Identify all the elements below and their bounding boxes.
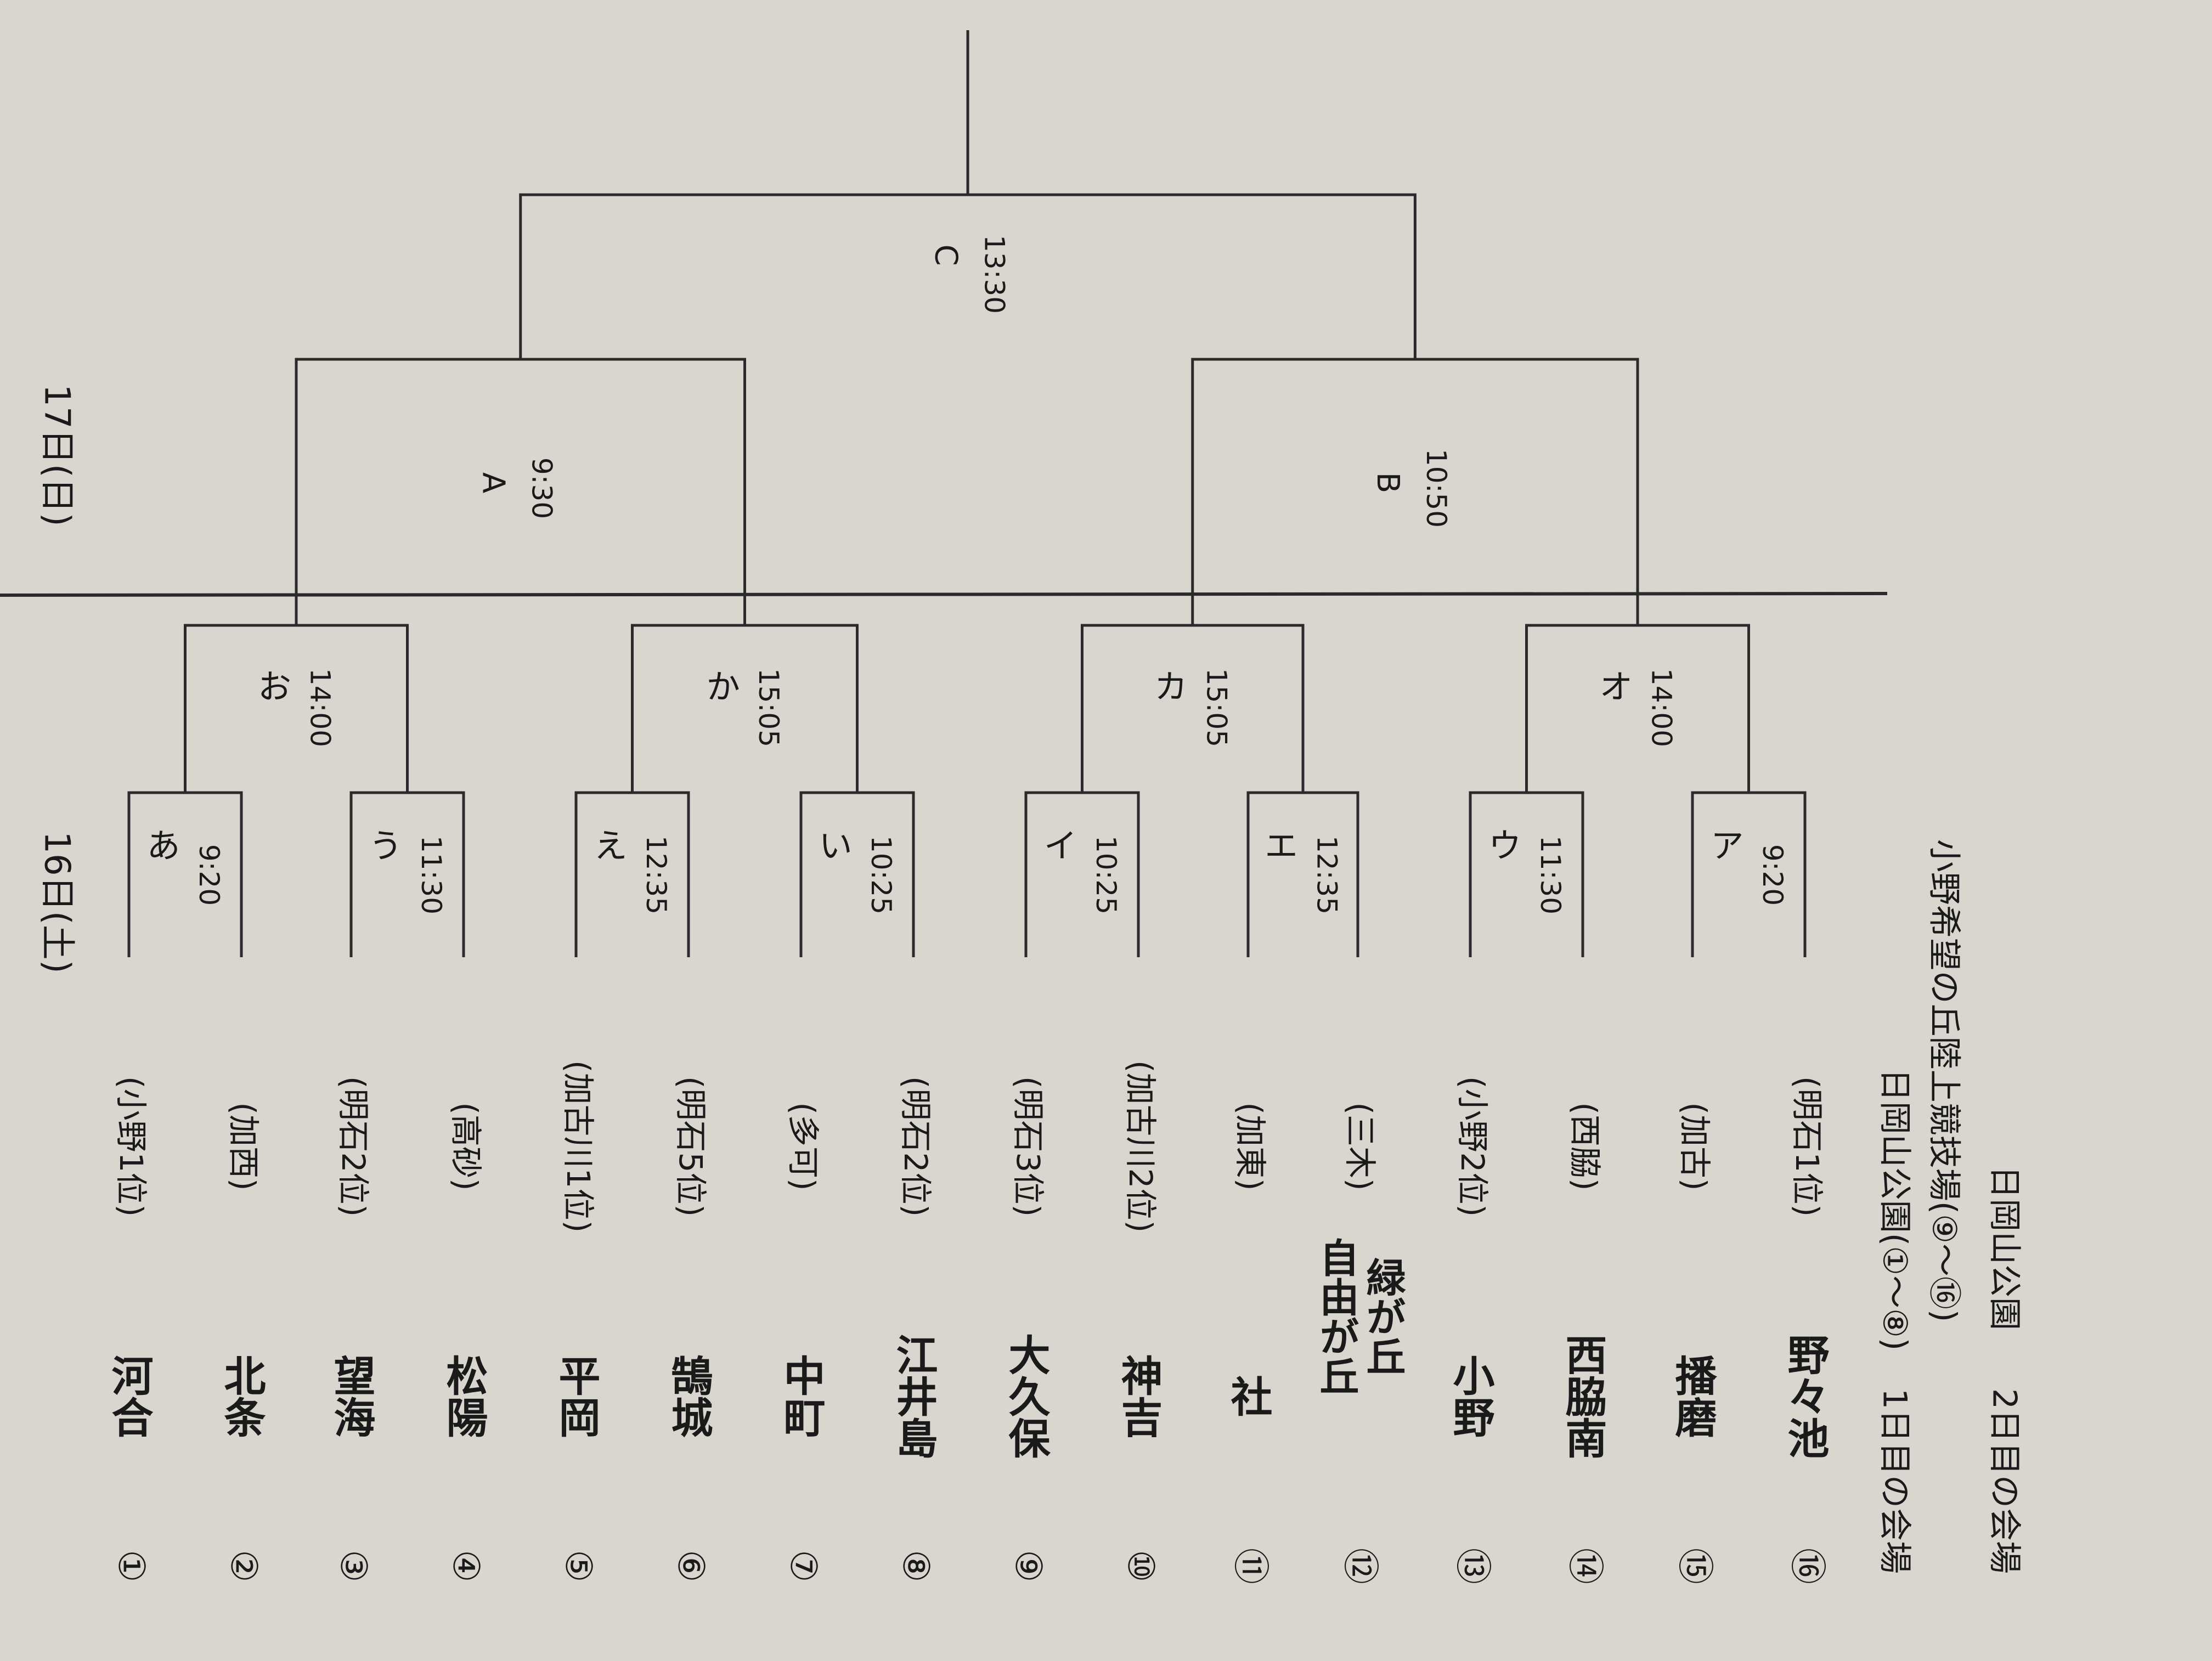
- team-number: ④: [445, 1550, 487, 1582]
- team-name: 中町: [777, 1354, 826, 1438]
- semifinal-match-1: [295, 358, 746, 625]
- team-name-line: 緑が丘: [1359, 1257, 1406, 1376]
- team-note: (加西): [225, 1102, 262, 1190]
- final-time: 13:30: [979, 235, 1011, 314]
- round2-match-4: [1525, 624, 1750, 793]
- round1-label: ウ: [1482, 828, 1522, 862]
- round1-label: ア: [1704, 828, 1744, 862]
- team-note: (加古川1位): [560, 1060, 597, 1233]
- team-note: (明石2位): [897, 1076, 934, 1217]
- team-note: (小野1位): [112, 1076, 150, 1217]
- round1-time: 11:30: [415, 835, 447, 914]
- venue-day2-label: 2日目の会場: [1985, 1388, 2023, 1574]
- round2-time: 15:05: [1200, 668, 1232, 747]
- round2-match-3: [1081, 624, 1305, 793]
- team-note: (三木): [1341, 1102, 1379, 1190]
- team-note: (小野2位): [1454, 1076, 1491, 1217]
- team-note: (加東): [1232, 1102, 1269, 1190]
- venue-day1-place-1: 日岡山公園(①〜⑧): [1875, 1069, 1914, 1351]
- team-name: 西脇南: [1559, 1334, 1607, 1459]
- round1-time: 12:35: [1311, 835, 1343, 914]
- day1-label: 16日(土): [36, 831, 77, 973]
- team-name: 平岡: [552, 1354, 601, 1438]
- team-number: ⑩: [1120, 1550, 1162, 1582]
- team-name: 神吉: [1114, 1354, 1163, 1438]
- day-divider-line: [0, 592, 1888, 597]
- team-name: 江井島: [889, 1334, 938, 1459]
- team-note: (明石5位): [672, 1076, 709, 1217]
- team-number: ⑭: [1564, 1548, 1606, 1584]
- round2-match-1: [184, 624, 409, 793]
- round2-time: 15:05: [753, 668, 785, 747]
- team-name: 河合: [105, 1354, 154, 1438]
- team-number: ⑥: [670, 1550, 712, 1582]
- round1-time: 12:35: [640, 835, 672, 914]
- team-name: 播磨: [1668, 1354, 1717, 1438]
- team-name: 望海: [327, 1354, 376, 1438]
- team-note: (明石1位): [1788, 1076, 1826, 1217]
- venue-day1-place-2: 小野希望の丘陸上競技場(⑨〜⑯): [1925, 839, 1963, 1323]
- team-name: 自由が丘 緑が丘: [1358, 1639, 1362, 1641]
- venue-day2-place: 日岡山公園: [1985, 1166, 2023, 1330]
- round2-match-2: [631, 624, 859, 793]
- round2-label: お: [252, 669, 292, 703]
- final-match: [519, 193, 1417, 359]
- bracket-labels: あ 9:20 う 11:30 え 12:35 い 10:25 イ 10:25 エ 12:35 ウ 11:3…: [36, 235, 2023, 1641]
- team-name: 北条: [217, 1354, 266, 1438]
- team-name: 大久保: [1002, 1334, 1051, 1459]
- round1-label: い: [812, 828, 853, 862]
- team-note: (加古): [1676, 1102, 1713, 1190]
- team-number: ⑬: [1452, 1548, 1494, 1584]
- team-number: ⑦: [782, 1550, 825, 1582]
- team-number: ②: [223, 1550, 265, 1582]
- day2-label: 17日(日): [36, 384, 77, 526]
- team-name: 社: [1224, 1375, 1273, 1417]
- team-number: ③: [332, 1550, 375, 1582]
- team-note: (高砂): [447, 1102, 484, 1190]
- semifinal-label: A: [475, 472, 511, 493]
- team-name: 野々池: [1781, 1334, 1830, 1459]
- round2-label: オ: [1593, 669, 1633, 703]
- round2-time: 14:00: [304, 668, 336, 747]
- team-number: ⑨: [1007, 1550, 1049, 1582]
- semifinal-time: 10:50: [1420, 449, 1452, 528]
- round1-time: 10:25: [865, 835, 897, 914]
- team-name: 鵠城: [664, 1354, 713, 1438]
- team-number: ⑯: [1786, 1548, 1829, 1584]
- round1-time: 10:25: [1090, 835, 1122, 914]
- round2-label: カ: [1148, 669, 1188, 703]
- venue-day1-label: 1日目の会場: [1875, 1388, 1914, 1574]
- semifinal-label: B: [1370, 472, 1406, 493]
- round1-label: え: [588, 828, 628, 862]
- team-number: ⑪: [1229, 1548, 1272, 1584]
- team-note: (多可): [785, 1102, 822, 1190]
- team-note: (明石2位): [335, 1076, 372, 1217]
- round1-time: 9:20: [193, 844, 225, 906]
- semifinal-time: 9:30: [526, 457, 557, 519]
- round2-label: か: [700, 669, 740, 703]
- team-number: ①: [110, 1550, 153, 1582]
- team-note: (西脇): [1566, 1102, 1604, 1190]
- round1-label: う: [363, 828, 403, 862]
- team-note: (加古川2位): [1122, 1060, 1159, 1233]
- team-number: ⑧: [895, 1550, 937, 1582]
- team-number: ⑤: [557, 1550, 600, 1582]
- bracket-lines: [127, 30, 1807, 957]
- round1-label: イ: [1037, 828, 1077, 862]
- team-name: 小野: [1446, 1354, 1495, 1438]
- semifinal-match-2: [1191, 358, 1639, 625]
- team-name: 松陽: [439, 1354, 488, 1438]
- team-number: ⑫: [1339, 1548, 1381, 1584]
- round2-time: 14:00: [1646, 668, 1678, 747]
- round1-label: あ: [140, 828, 180, 862]
- round1-time: 11:30: [1534, 835, 1566, 914]
- team-number: ⑮: [1674, 1548, 1716, 1584]
- final-label: C: [928, 244, 964, 265]
- round1-time: 9:20: [1757, 844, 1788, 906]
- team-note: (明石3位): [1009, 1076, 1047, 1217]
- round1-label: エ: [1259, 828, 1299, 862]
- team-name-line: 自由が丘: [1313, 1238, 1359, 1396]
